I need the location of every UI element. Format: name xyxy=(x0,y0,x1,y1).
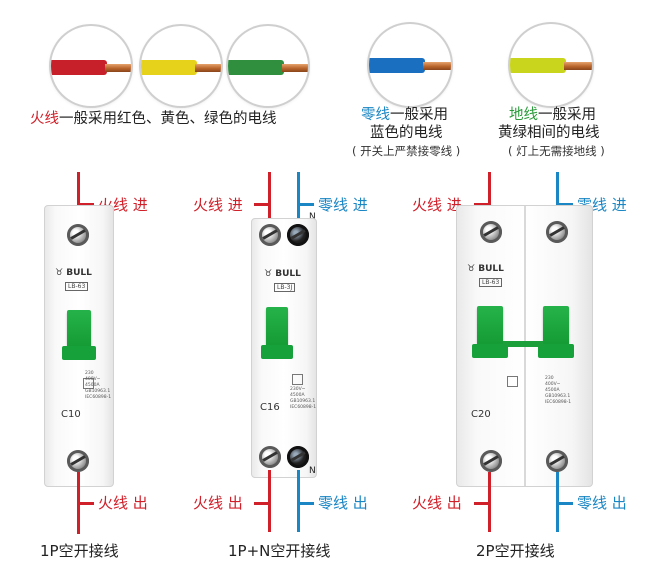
live-out-pointer xyxy=(254,502,268,505)
ground-wire-note: ( 灯上无需接地线 ) xyxy=(508,144,605,158)
live-in-label: 火线 进 xyxy=(412,196,462,214)
current-rating: C20 xyxy=(471,409,491,420)
ground-wire-caption: 地线一般采用 xyxy=(509,106,596,124)
green-wire-insulation xyxy=(228,60,284,75)
blue-wire-insulation xyxy=(369,58,425,73)
load-terminal-screw xyxy=(67,450,89,472)
yellow-green-wire-sample xyxy=(510,24,592,106)
caption-1p: 1P空开接线 xyxy=(40,542,119,560)
n-terminal-mark: N xyxy=(309,212,316,222)
copper-conductor xyxy=(564,62,592,70)
brand-logo: ♉ BULL xyxy=(467,264,504,274)
live-out-wire xyxy=(77,472,80,534)
line-terminal-screw xyxy=(67,224,89,246)
live-in-pointer xyxy=(80,203,94,206)
neutral-in-pointer xyxy=(300,203,314,206)
blue-wire-sample xyxy=(369,24,451,106)
model-number: LB-63 xyxy=(65,282,89,291)
live-description: 一般采用红色、黄色、绿色的电线 xyxy=(59,111,277,127)
copper-conductor xyxy=(423,62,451,70)
neutral-wire-caption: 零线一般采用 xyxy=(361,106,448,124)
load-terminal-screw-pole2 xyxy=(546,450,568,472)
toggle-handle[interactable] xyxy=(62,310,96,360)
rating-specs: 230 400V~ 4500A GB10963.1 IEC60898-1 xyxy=(85,371,112,400)
neutral-highlight: 零线 xyxy=(361,107,390,123)
live-wire-caption: 火线一般采用红色、黄色、绿色的电线 xyxy=(30,110,277,128)
live-in-label: 火线 进 xyxy=(193,196,243,214)
caption-2p: 2P空开接线 xyxy=(476,542,555,560)
live-out-pointer xyxy=(474,502,488,505)
yellow-green-wire-insulation xyxy=(510,58,566,73)
neutral-out-wire xyxy=(556,472,559,532)
live-out-pointer xyxy=(80,502,94,505)
neutral-in-wire xyxy=(556,172,559,232)
caption-1p-n: 1P+N空开接线 xyxy=(228,542,331,560)
breaker-2p: ♉ BULL LB-63 230 400V~ 4500A GB10963.1 I… xyxy=(456,205,593,487)
live-out-wire xyxy=(488,472,491,532)
breaker-1p: ♉ BULL LB-63 230 400V~ 4500A GB10963.1 I… xyxy=(44,205,114,487)
live-in-pointer xyxy=(254,203,268,206)
current-rating: C10 xyxy=(61,409,81,420)
neutral-terminal-screw xyxy=(287,224,309,246)
brand-logo: ♉ BULL xyxy=(55,268,92,278)
handle-tie-bar xyxy=(503,341,543,347)
yellow-wire-sample xyxy=(141,26,221,106)
status-window xyxy=(83,378,94,389)
n-terminal-mark: N xyxy=(309,466,316,476)
status-window xyxy=(507,376,518,387)
neutral-in-label: 零线 进 xyxy=(318,196,368,214)
red-wire-sample xyxy=(51,26,131,106)
neutral-in-pointer xyxy=(559,203,573,206)
model-number: LB-3J xyxy=(274,283,296,292)
neutral-out-pointer xyxy=(300,502,314,505)
brand-name: BULL xyxy=(478,264,504,274)
neutral-wire-note: ( 开关上严禁接零线 ) xyxy=(352,144,461,158)
copper-conductor xyxy=(282,64,308,72)
line-terminal-screw-pole2 xyxy=(546,221,568,243)
neutral-load-screw xyxy=(287,446,309,468)
brand-name: BULL xyxy=(275,269,301,279)
neutral-description: 一般采用 xyxy=(390,107,448,123)
status-window xyxy=(292,374,303,385)
neutral-out-pointer xyxy=(559,502,573,505)
live-in-wire xyxy=(268,172,271,232)
neutral-out-wire xyxy=(297,470,300,532)
live-out-wire xyxy=(268,470,271,532)
live-in-wire xyxy=(77,172,80,227)
neutral-out-label: 零线 出 xyxy=(577,494,627,512)
red-wire-insulation xyxy=(51,60,107,75)
ground-wire-caption-line2: 黄绿相间的电线 xyxy=(498,125,600,141)
neutral-wire-caption-line2: 蓝色的电线 xyxy=(370,125,443,141)
line-terminal-screw xyxy=(259,224,281,246)
live-in-wire xyxy=(488,172,491,232)
brand-logo: ♉ BULL xyxy=(264,269,301,279)
neutral-out-label: 零线 出 xyxy=(318,494,368,512)
toggle-handle[interactable] xyxy=(261,307,293,359)
ground-highlight: 地线 xyxy=(509,107,538,123)
load-terminal-screw xyxy=(259,446,281,468)
line-terminal-screw-pole1 xyxy=(480,221,502,243)
current-rating: C16 xyxy=(260,402,280,413)
rating-specs: 230V~ 4500A GB10963.1 IEC60898-1 xyxy=(290,387,317,410)
yellow-wire-insulation xyxy=(141,60,197,75)
ground-description: 一般采用 xyxy=(538,107,596,123)
brand-name: BULL xyxy=(66,268,92,278)
breaker-1p-n: ♉ BULL LB-3J 230V~ 4500A GB10963.1 IEC60… xyxy=(251,218,317,478)
copper-conductor xyxy=(195,64,221,72)
neutral-in-wire xyxy=(297,172,300,232)
rating-specs: 230 400V~ 4500A GB10963.1 IEC60898-1 xyxy=(545,376,572,405)
load-terminal-screw-pole1 xyxy=(480,450,502,472)
live-out-label: 火线 出 xyxy=(193,494,243,512)
live-out-label: 火线 出 xyxy=(412,494,462,512)
toggle-handle-pole2[interactable] xyxy=(538,306,574,358)
model-number: LB-63 xyxy=(479,278,503,287)
toggle-handle-pole1[interactable] xyxy=(472,306,508,358)
live-highlight: 火线 xyxy=(30,111,59,127)
copper-conductor xyxy=(105,64,131,72)
live-in-pointer xyxy=(474,203,488,206)
green-wire-sample xyxy=(228,26,308,106)
live-out-label: 火线 出 xyxy=(98,494,148,512)
